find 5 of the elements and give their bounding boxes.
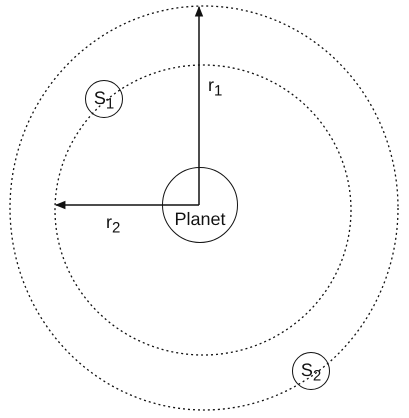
radius-label: r$_{2}$ [106,213,120,236]
planet-circle: Planet [162,167,238,243]
satellite-circle: S$_{1}$ [85,80,123,118]
radius-label: r$_{1}$ [208,76,222,99]
satellite-circle: S$_{2}$ [292,352,330,390]
